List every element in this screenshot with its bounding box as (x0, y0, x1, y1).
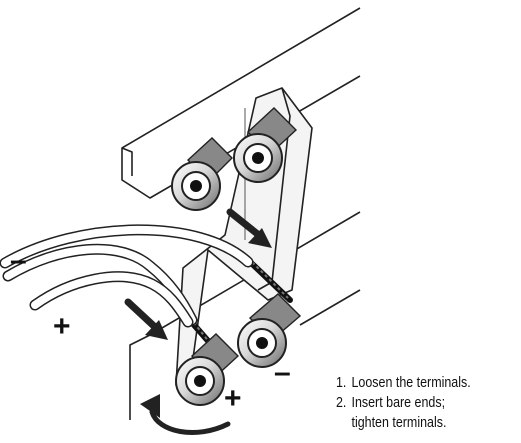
terminal-minus-label: – (274, 356, 291, 389)
step-item: 2. Insert bare ends; (336, 393, 471, 413)
speaker-cable (0, 224, 254, 328)
terminal-upper-right (233, 107, 298, 183)
step-number: 2. (336, 395, 347, 411)
step-item: 1. Loosen the terminals. (336, 373, 471, 393)
instruction-steps: 1. Loosen the terminals. 2. Insert bare … (336, 373, 471, 433)
step-item-continuation: tighten terminals. (336, 413, 471, 433)
bare-wire-upper (243, 255, 293, 303)
wire-plus-label: + (53, 310, 71, 343)
wire-minus-label: – (10, 244, 27, 277)
step-text: Loosen the terminals. (351, 375, 471, 391)
step-text: Insert bare ends; (351, 395, 446, 411)
insert-arrow-upper (226, 208, 272, 248)
loosen-rotation-arrow (140, 394, 231, 435)
step-number: 1. (336, 375, 347, 391)
terminal-lower-right (237, 293, 302, 368)
step-text-continuation: tighten terminals. (351, 415, 447, 431)
terminal-upper-left (171, 137, 233, 211)
terminal-lower-left (175, 333, 240, 406)
terminal-plus-label: + (224, 382, 242, 415)
insert-arrow-lower (124, 298, 168, 340)
